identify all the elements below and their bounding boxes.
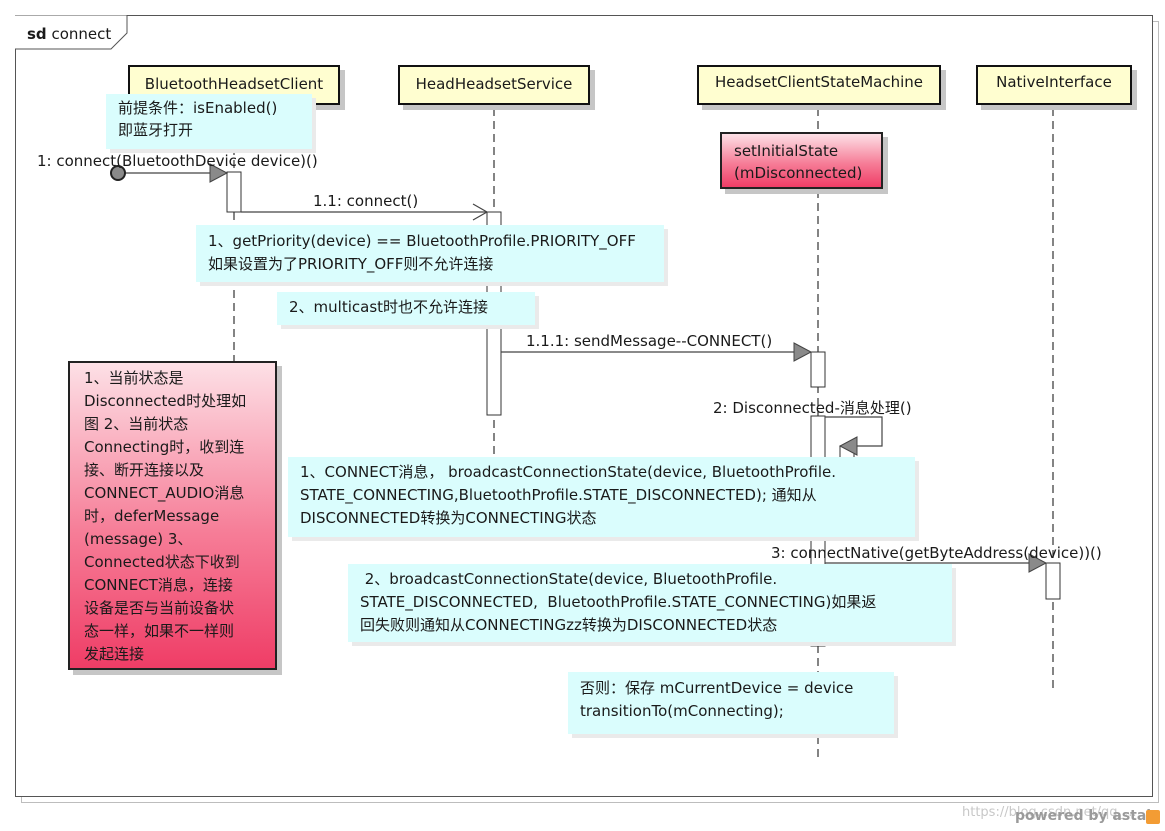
frame-name: connect <box>51 25 112 43</box>
note-precondition: 前提条件：isEnabled() 即蓝牙打开 <box>106 94 312 149</box>
activation-sm-1 <box>810 351 826 388</box>
note-priority: 1、getPriority(device) == BluetoothProfil… <box>196 225 664 282</box>
frame-tab <box>15 15 128 50</box>
msg-arrow-111 <box>793 342 813 362</box>
msg-arrow-11 <box>472 203 489 221</box>
astah-logo-icon <box>1146 810 1160 824</box>
msg-line-2 <box>825 416 883 447</box>
note-initial-state: setInitialState (mDisconnected) <box>720 132 883 189</box>
message-2-label: 2: Disconnected-消息处理() <box>713 399 912 417</box>
message-1-label: 1: connect(BluetoothDevice device)() <box>37 152 318 170</box>
note-broadcast-fail: 2、broadcastConnectionState(device, Bluet… <box>348 564 952 642</box>
msg-arrow-2 <box>838 436 858 456</box>
lifeline-head-sm[interactable]: HeadsetClientStateMachine <box>697 65 941 105</box>
note-connect-message: 1、CONNECT消息， broadcastConnectionState(de… <box>288 457 915 537</box>
message-1-1-1-label: 1.1.1: sendMessage--CONNECT() <box>526 332 773 350</box>
msg-arrow-3 <box>1028 553 1048 573</box>
note-state-description: 1、当前状态是 Disconnected时处理如 图 2、当前状态 Connec… <box>68 361 277 670</box>
note-multicast: 2、multicast时也不允许连接 <box>277 292 535 325</box>
found-message-dot <box>110 165 126 181</box>
watermark: https://blog.csdn.net/qq_... <box>962 805 1137 820</box>
activation-native <box>1045 562 1061 600</box>
lifeline-head-service[interactable]: HeadHeadsetService <box>398 65 590 105</box>
msg-arrow-1 <box>209 163 229 183</box>
note-otherwise: 否则：保存 mCurrentDevice = device transition… <box>568 672 894 734</box>
message-3-label: 3: connectNative(getByteAddress(device))… <box>771 544 1102 562</box>
powered-by-label: powered by astah <box>1015 808 1157 824</box>
activation-client <box>226 171 242 213</box>
frame-keyword: sd <box>27 25 47 43</box>
frame-title: sd connect <box>27 25 111 43</box>
message-1-1-label: 1.1: connect() <box>313 192 419 210</box>
lifeline-head-native[interactable]: NativeInterface <box>976 65 1132 105</box>
